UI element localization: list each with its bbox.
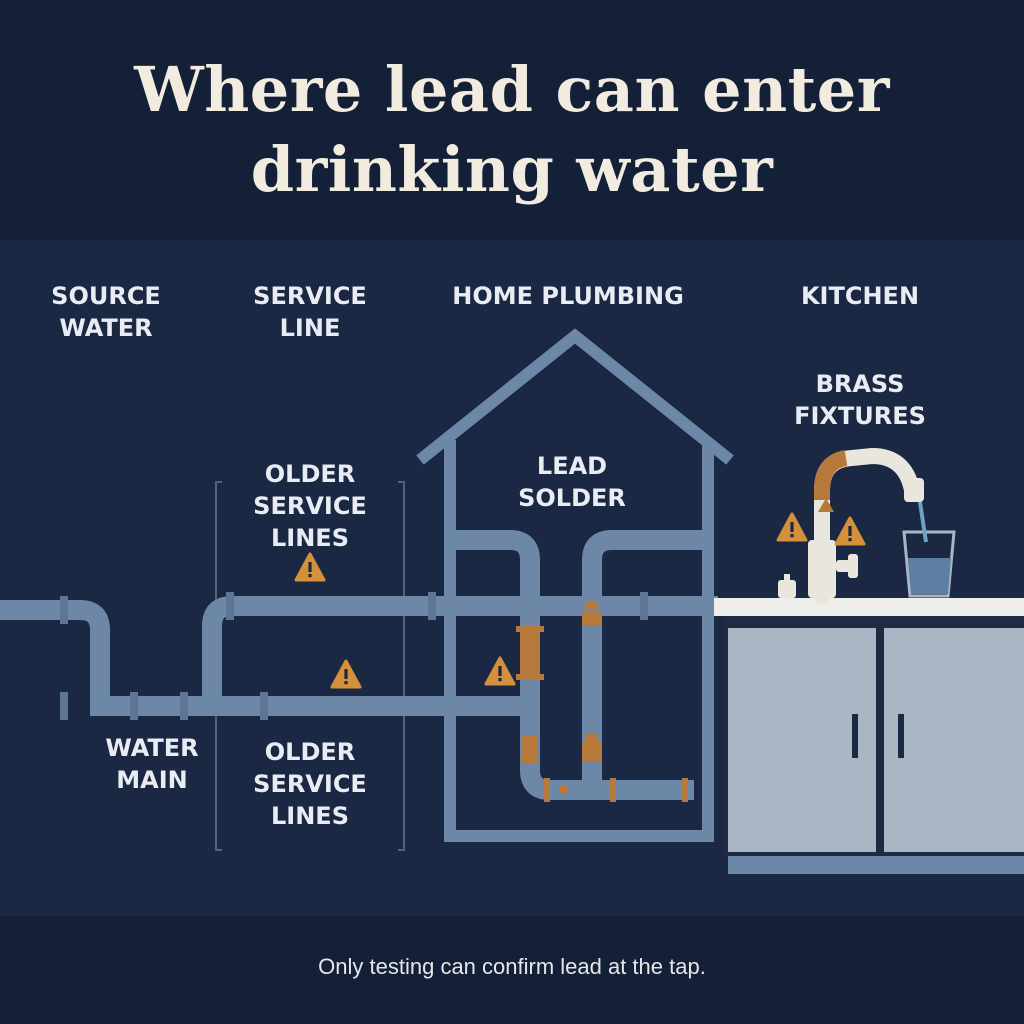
title-line-2: drinking water xyxy=(250,133,774,206)
faucet xyxy=(778,447,924,604)
kitchen-cabinet xyxy=(714,598,1024,874)
label-source-water-2: WATER xyxy=(59,314,152,342)
water-glass xyxy=(902,501,956,598)
warning-icon-brass-left xyxy=(776,512,808,542)
older-service-line-upper xyxy=(202,596,718,706)
warning-icon-brass-right xyxy=(834,516,866,546)
label-kitchen: KITCHEN xyxy=(801,282,919,310)
page-title: Where lead can enter drinking water xyxy=(0,50,1024,210)
home-riser-pipe xyxy=(582,530,708,790)
title-line-1: Where lead can enter xyxy=(134,53,890,126)
label-service-line-2: LINE xyxy=(280,314,341,342)
pipe-couplings xyxy=(60,592,648,720)
label-water-main-1: WATER xyxy=(105,734,198,762)
label-older-service-bottom-1: OLDER xyxy=(265,738,356,766)
label-older-service-bottom-3: LINES xyxy=(271,802,349,830)
label-source-water-1: SOURCE xyxy=(51,282,161,310)
lead-solder-joints xyxy=(516,602,688,802)
label-lead-solder-1: LEAD xyxy=(537,452,607,480)
warning-icon-service-upper xyxy=(294,552,326,582)
home-supply-pipe-left xyxy=(450,530,540,706)
label-older-service-top-3: LINES xyxy=(271,524,349,552)
label-older-service-bottom-2: SERVICE xyxy=(253,770,367,798)
plumbing-diagram: SOURCE WATER SERVICE LINE HOME PLUMBING … xyxy=(0,282,1024,874)
service-line-bracket-right xyxy=(398,481,405,851)
label-water-main-2: MAIN xyxy=(116,766,187,794)
label-service-line-1: SERVICE xyxy=(253,282,367,310)
label-older-service-top-2: SERVICE xyxy=(253,492,367,520)
label-lead-solder-2: SOLDER xyxy=(518,484,626,512)
house-outline xyxy=(416,328,734,842)
label-brass-fixtures-1: BRASS xyxy=(816,370,905,398)
warning-icon-service-lower xyxy=(330,659,362,689)
label-home-plumbing: HOME PLUMBING xyxy=(452,282,684,310)
home-supply-pipe-right xyxy=(520,700,694,800)
water-main-pipe xyxy=(0,600,530,716)
label-brass-fixtures-2: FIXTURES xyxy=(794,402,926,430)
footer-band xyxy=(0,916,1024,1024)
label-older-service-top-1: OLDER xyxy=(265,460,356,488)
warning-icon-solder xyxy=(484,656,516,686)
footnote: Only testing can confirm lead at the tap… xyxy=(318,954,706,979)
header-band: Where lead can enter drinking water xyxy=(0,0,1024,240)
